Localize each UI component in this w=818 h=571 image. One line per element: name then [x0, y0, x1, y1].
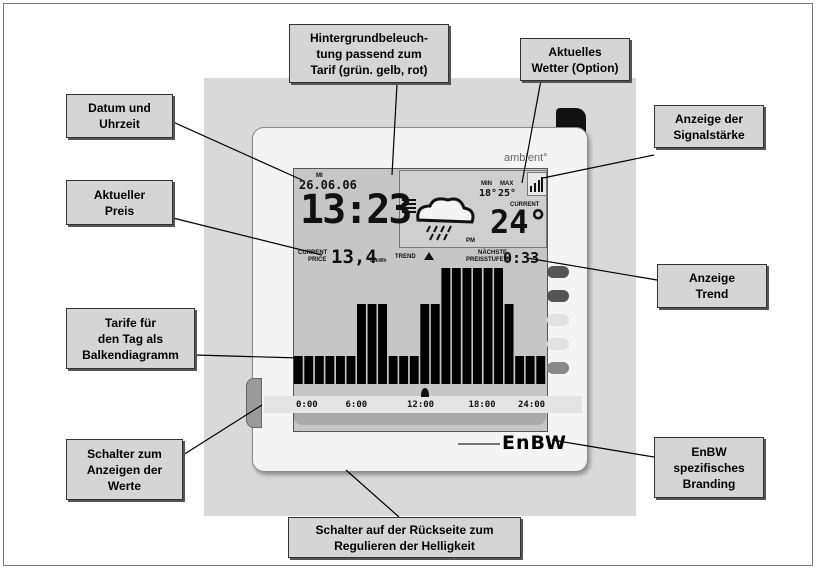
tariff-bar: [483, 268, 493, 384]
level-indicator: [547, 338, 569, 350]
tariff-bar: [293, 356, 303, 384]
price-unit: ct/kWh: [370, 258, 387, 264]
weather-min-label: MIN: [481, 181, 492, 187]
tariff-bar-chart: [293, 268, 546, 384]
tariff-bar: [451, 268, 461, 384]
callout-schalter: Schalter zum Anzeigen der Werte: [66, 439, 183, 500]
current-time-marker-icon: [421, 388, 429, 397]
time-display: 13:23: [300, 187, 412, 233]
callout-branding: EnBW spezifisches Branding: [654, 437, 764, 498]
tariff-bar: [346, 356, 356, 384]
callout-tarife: Tarife für den Tag als Balkendiagramm: [66, 308, 195, 369]
weather-max-value: 25°: [498, 188, 517, 199]
level-indicator: [547, 362, 569, 374]
tariff-level-indicators: [547, 266, 569, 374]
tariff-bar: [462, 268, 472, 384]
weather-pm-label: PM: [466, 238, 475, 244]
callout-hintergrund: Hintergrundbeleuch- tung passend zum Tar…: [289, 24, 449, 83]
weather-max-label: MAX: [500, 181, 514, 187]
tariff-bar: [430, 304, 440, 384]
enbw-logo: EnBW: [502, 432, 567, 454]
callout-rueckseite: Schalter auf der Rückseite zum Reguliere…: [288, 517, 521, 558]
x-tick-label: 12:00: [407, 400, 435, 410]
trend-label: TREND: [395, 254, 416, 260]
tariff-bar: [325, 356, 335, 384]
weather-min-value: 18°: [479, 188, 498, 199]
price-label-line2: PRICE: [308, 257, 327, 263]
outer-frame: [3, 3, 813, 566]
timeline-base: [294, 413, 546, 425]
weather-cloud-icon: [402, 197, 475, 241]
level-indicator: [547, 290, 569, 302]
next-label-line1: NÄCHSTE: [478, 250, 508, 256]
side-switch[interactable]: [246, 378, 262, 428]
tariff-bar: [420, 304, 430, 384]
tariff-bar: [494, 268, 503, 384]
date-display: 26.06.06: [299, 178, 357, 192]
ambient-brand-text: ambient°: [504, 152, 548, 164]
tariff-bar: [336, 356, 345, 384]
tariff-bar: [504, 304, 514, 384]
level-indicator: [547, 314, 569, 326]
tariff-bar: [388, 356, 398, 384]
x-tick-label: 0:00: [296, 400, 318, 410]
next-label-line2: PREISSTUFE IN: [466, 257, 512, 263]
callout-trend: Anzeige Trend: [657, 264, 767, 308]
tariff-bar: [473, 268, 482, 384]
callout-wetter: Aktuelles Wetter (Option): [520, 38, 630, 81]
tariff-bar: [441, 268, 451, 384]
tariff-bar: [515, 356, 525, 384]
day-label: MI: [316, 173, 323, 179]
callout-preis: Aktueller Preis: [66, 180, 173, 225]
countdown-value: 0:33: [503, 249, 540, 267]
x-tick-label: 18:00: [468, 400, 496, 410]
x-tick-label: 6:00: [345, 400, 368, 410]
timeline-strip: [264, 396, 582, 413]
price-value: 13,4: [331, 246, 377, 268]
tariff-bar: [367, 304, 377, 384]
callout-signal: Anzeige der Signalstärke: [654, 105, 764, 148]
weather-current-value: 24°: [490, 203, 548, 241]
logo-line: [458, 443, 500, 445]
tariff-bar: [304, 356, 314, 384]
x-tick-label: 24:00: [518, 400, 546, 410]
tariff-bar: [409, 356, 419, 384]
tariff-bar: [378, 304, 387, 384]
level-indicator: [547, 266, 569, 278]
tariff-bar: [536, 356, 546, 384]
tariff-bar: [357, 304, 366, 384]
tariff-bar: [525, 356, 535, 384]
weather-current-label: CURRENT: [510, 202, 540, 208]
tariff-bar: [399, 356, 409, 384]
callout-datum: Datum und Uhrzeit: [66, 94, 173, 138]
tariff-bar: [314, 356, 324, 384]
signal-strength-icon: [530, 177, 543, 192]
trend-up-arrow-icon: [424, 252, 434, 260]
